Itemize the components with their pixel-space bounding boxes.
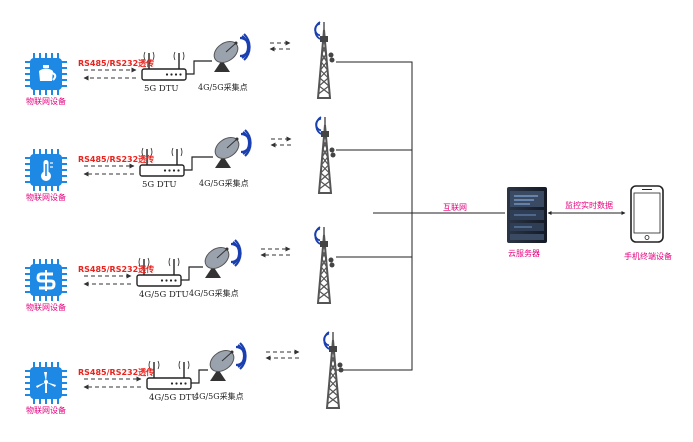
cloud-server-label: 云服务器 — [508, 249, 540, 258]
device-label: 物联网设备 — [26, 97, 66, 106]
diagram-row — [25, 21, 335, 99]
serial-link-arrows — [83, 273, 132, 287]
monitor-data-label: 监控实时数据 — [565, 201, 613, 210]
tower-signal-icon — [323, 331, 330, 350]
satellite-dish-icon — [213, 41, 239, 72]
signal-waves-icon — [235, 342, 247, 370]
collection-point-label: 4G/5G采集点 — [189, 289, 239, 298]
cell-tower-icon — [316, 22, 335, 99]
tower-signal-icon — [314, 21, 321, 40]
thermometer-device-icon — [25, 149, 67, 191]
signal-waves-icon — [239, 33, 251, 61]
protocol-label: RS485/RS232透传 — [78, 265, 155, 274]
tower-signal-icon — [314, 226, 321, 245]
collection-point-label: 4G/5G采集点 — [198, 83, 248, 92]
wireless-link-arrows — [270, 136, 292, 148]
wireless-link-arrows — [260, 246, 291, 258]
serial-link-arrows — [83, 67, 137, 81]
cloud-server-icon — [507, 187, 547, 243]
satellite-dish-icon — [204, 247, 230, 278]
device-label: 物联网设备 — [26, 406, 66, 415]
dtu-router-icon — [136, 257, 182, 287]
dtu-label: 4G/5G DTU — [149, 393, 199, 403]
protocol-label: RS485/RS232透传 — [78, 59, 155, 68]
protocol-label: RS485/RS232透传 — [78, 155, 155, 164]
tower-signal-icon — [315, 116, 322, 135]
satellite-dish-icon — [209, 350, 235, 381]
dtu-label: 5G DTU — [144, 84, 179, 94]
dollar-device-icon — [25, 259, 67, 301]
serial-link-arrows — [83, 163, 135, 177]
cell-tower-icon — [325, 332, 344, 409]
water-kettle-device-icon — [25, 53, 67, 95]
wind-turbine-device-icon — [25, 362, 67, 404]
wireless-link-arrows — [265, 349, 300, 361]
cell-tower-icon — [317, 117, 336, 194]
diagram-row — [25, 226, 335, 304]
signal-waves-icon — [240, 129, 252, 157]
protocol-label: RS485/RS232透传 — [78, 368, 155, 377]
internet-label: 互联网 — [443, 203, 467, 212]
cell-tower-icon — [316, 227, 335, 304]
satellite-dish-icon — [214, 137, 240, 168]
mobile-terminal-label: 手机终端设备 — [624, 252, 672, 261]
collection-point-label: 4G/5G采集点 — [194, 392, 244, 401]
dtu-router-icon — [141, 51, 187, 81]
collection-point-label: 4G/5G采集点 — [199, 179, 249, 188]
dtu-label: 4G/5G DTU — [139, 290, 189, 300]
signal-waves-icon — [230, 239, 242, 267]
device-label: 物联网设备 — [26, 303, 66, 312]
mobile-phone-icon — [630, 185, 664, 243]
dtu-router-icon — [146, 360, 192, 390]
serial-link-arrows — [83, 376, 142, 390]
dtu-label: 5G DTU — [142, 180, 177, 190]
device-label: 物联网设备 — [26, 193, 66, 202]
diagram-row — [25, 116, 336, 194]
wireless-link-arrows — [269, 40, 291, 52]
network-lines — [336, 61, 505, 371]
diagram-row — [25, 331, 344, 409]
